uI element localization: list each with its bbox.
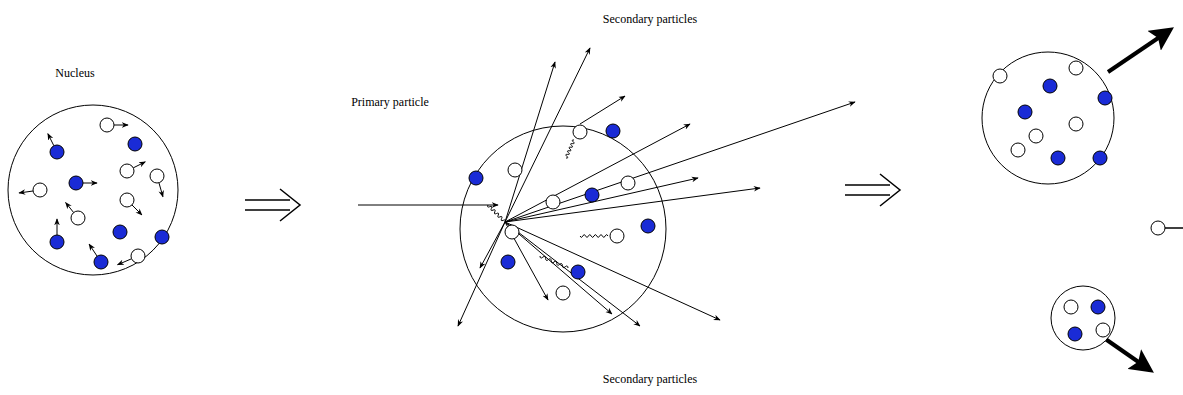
motion-arrow: [57, 219, 58, 235]
proton: [150, 169, 164, 183]
proton: [71, 211, 85, 225]
neutron: [1051, 151, 1065, 165]
neutron: [50, 235, 64, 249]
secondary-arrow: [505, 124, 690, 222]
neutron: [1043, 79, 1057, 93]
caption-label: Secondary particles: [603, 372, 697, 386]
neutron: [469, 171, 483, 185]
motion-arrow: [89, 244, 97, 256]
nucleus-outline: [8, 105, 178, 275]
secondary-arrow: [505, 178, 698, 222]
proton: [556, 286, 570, 300]
motion-arrow: [66, 203, 74, 213]
motion-arrow: [133, 162, 145, 168]
fragment-arrow: [1108, 30, 1170, 72]
neutron: [128, 137, 142, 151]
implies-arrow: [280, 189, 300, 221]
interaction-wave: [488, 205, 506, 222]
motion-arrow: [83, 183, 97, 184]
caption-label: Primary particle: [351, 95, 429, 109]
neutron: [155, 230, 169, 244]
proton: [993, 69, 1007, 83]
proton: [505, 225, 519, 239]
motion-arrow: [114, 125, 128, 126]
implies-arrow: [245, 200, 290, 210]
neutron: [585, 188, 599, 202]
secondary-arrow: [505, 222, 640, 326]
secondary-arrow: [458, 222, 505, 326]
nucleus-outline: [460, 126, 666, 332]
proton: [120, 193, 134, 207]
neutron: [641, 219, 655, 233]
neutron: [50, 145, 64, 159]
motion-arrow: [48, 134, 54, 146]
proton: [573, 125, 587, 139]
proton: [120, 164, 134, 178]
motion-arrow: [19, 191, 33, 193]
motion-arrow: [118, 259, 132, 265]
neutron: [1098, 91, 1112, 105]
neutron: [571, 265, 585, 279]
proton: [610, 229, 624, 243]
caption-label: Nucleus: [55, 66, 94, 80]
neutron: [501, 255, 515, 269]
primary-arrow: [358, 205, 498, 206]
proton: [1096, 323, 1110, 337]
fragment-outline: [982, 52, 1114, 184]
interaction-wave: [580, 235, 608, 238]
proton: [1011, 143, 1025, 157]
proton: [621, 176, 635, 190]
proton: [100, 118, 114, 132]
neutron: [606, 124, 620, 138]
fragment-outline: [1051, 286, 1115, 350]
neutron: [94, 255, 108, 269]
proton: [546, 195, 560, 209]
proton: [131, 249, 145, 263]
neutron: [1093, 151, 1107, 165]
neutron: [1068, 327, 1082, 341]
implies-arrow: [880, 174, 900, 206]
neutron: [69, 176, 83, 190]
proton: [1029, 129, 1043, 143]
proton: [33, 183, 47, 197]
proton: [1151, 221, 1165, 235]
neutron: [1018, 105, 1032, 119]
motion-arrow: [159, 183, 163, 197]
proton: [1064, 300, 1078, 314]
proton: [1069, 61, 1083, 75]
motion-arrow: [132, 205, 142, 215]
interaction-wave: [566, 140, 574, 158]
secondary-arrow: [505, 48, 590, 222]
caption-label: Secondary particles: [603, 12, 697, 26]
secondary-arrow: [505, 222, 612, 314]
secondary-arrow: [580, 96, 625, 124]
neutron: [113, 225, 127, 239]
fragment-arrow: [1104, 338, 1150, 370]
interaction-wave: [540, 256, 568, 268]
proton: [1069, 117, 1083, 131]
secondary-arrow: [505, 102, 855, 222]
free-nucleon-track: [1165, 227, 1183, 229]
proton: [508, 163, 522, 177]
neutron: [1091, 300, 1105, 314]
implies-arrow: [845, 185, 890, 195]
